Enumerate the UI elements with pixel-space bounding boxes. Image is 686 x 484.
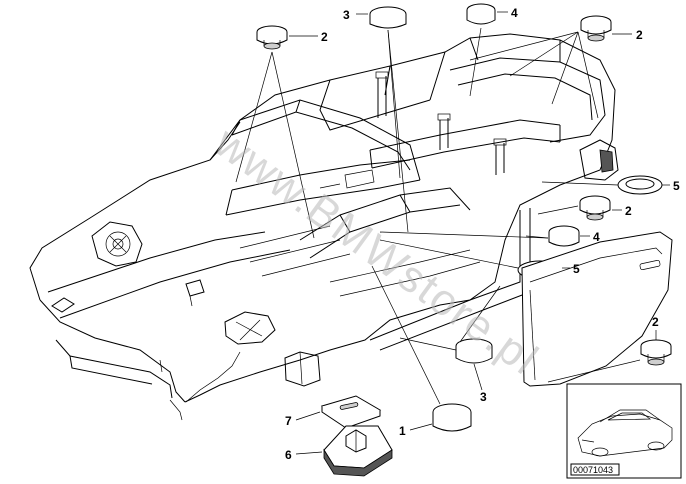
plug-part-4-right-mid bbox=[548, 225, 580, 247]
grommet-part-2-right-mid bbox=[579, 195, 611, 221]
callout-labels: 2 3 4 2 5 2 4 5 2 3 1 7 6 bbox=[285, 6, 680, 462]
ring-grommet-part-5-upper bbox=[617, 175, 663, 195]
inset-car-icon bbox=[577, 409, 673, 457]
car-body-shell bbox=[29, 33, 619, 421]
reference-code: 00071043 bbox=[573, 465, 613, 475]
callout-1-bottom: 1 bbox=[399, 424, 406, 438]
callout-2-door: 2 bbox=[652, 315, 659, 329]
callout-7-bottom: 7 bbox=[285, 414, 292, 428]
grommet-part-2-door bbox=[640, 339, 672, 366]
door-panel bbox=[521, 231, 673, 387]
callout-2-top-left: 2 bbox=[321, 30, 328, 44]
grommet-part-2-top-right bbox=[580, 15, 612, 42]
callout-4-top: 4 bbox=[511, 6, 518, 20]
housing-part-6 bbox=[323, 425, 393, 477]
callout-3-bottom: 3 bbox=[480, 390, 487, 404]
plug-part-1-bottom bbox=[432, 403, 472, 432]
callout-5-right-upper: 5 bbox=[673, 179, 680, 193]
callout-5-right-lower: 5 bbox=[573, 262, 580, 276]
callout-2-top-right: 2 bbox=[636, 28, 643, 42]
pad-part-7 bbox=[320, 395, 382, 429]
callout-2-right-mid: 2 bbox=[625, 204, 632, 218]
grommet-part-2-top-left bbox=[256, 25, 288, 50]
callout-3-top: 3 bbox=[343, 8, 350, 22]
plug-part-4-top bbox=[466, 3, 496, 25]
callout-6-bottom: 6 bbox=[285, 448, 292, 462]
leader-lines bbox=[235, 11, 670, 455]
plug-part-3-bottom bbox=[455, 338, 493, 364]
plug-part-3-top bbox=[369, 6, 407, 29]
callout-4-right-mid: 4 bbox=[593, 230, 600, 244]
reference-inset: 00071043 bbox=[566, 383, 682, 479]
